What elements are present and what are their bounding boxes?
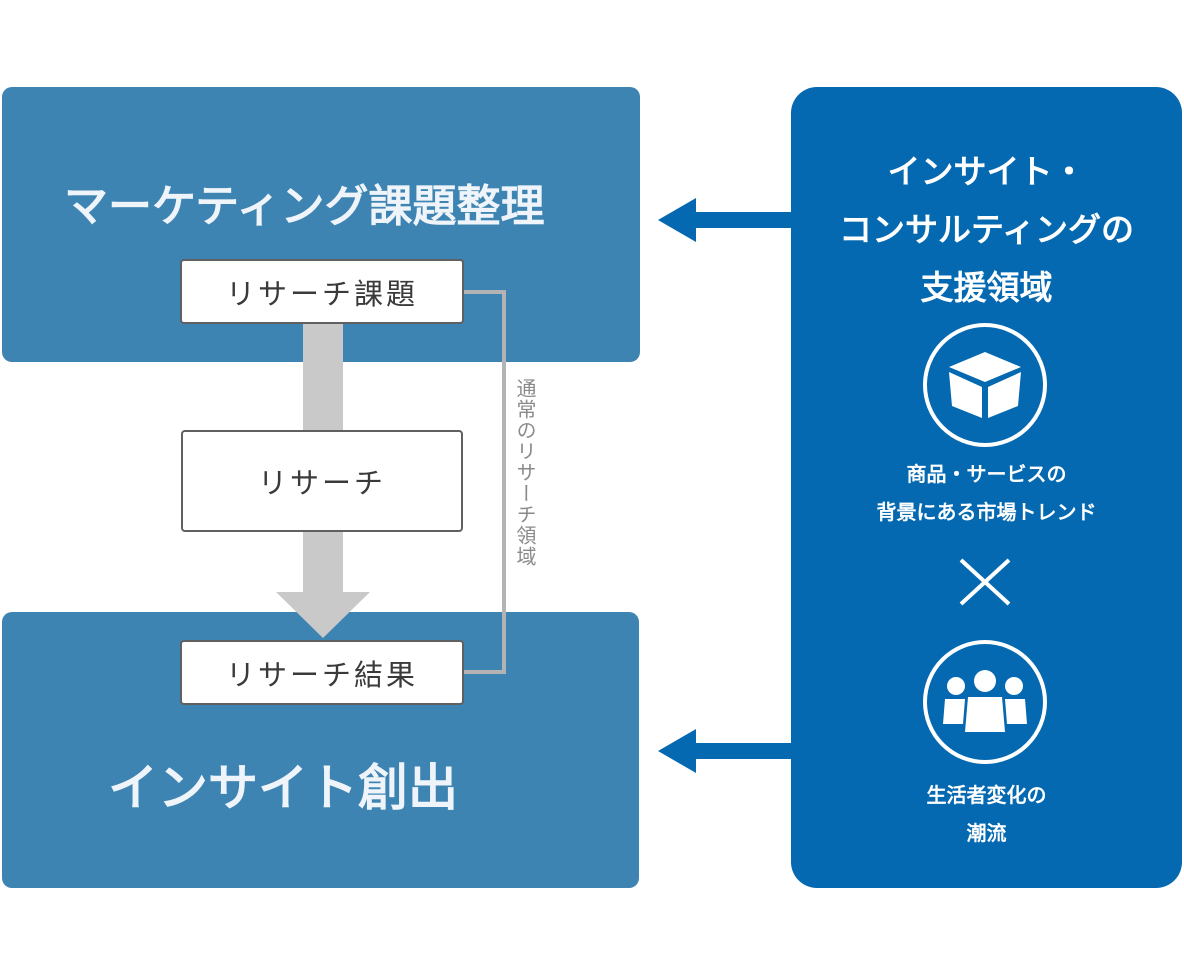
- caption-line: 潮流: [966, 821, 1007, 845]
- caption-line: 生活者変化の: [926, 783, 1047, 807]
- arrow-left-icon: [658, 198, 794, 242]
- consumer-change-icon-circle: [923, 640, 1047, 764]
- caption-line: 商品・サービスの: [906, 462, 1067, 486]
- research-result-label: リサーチ結果: [225, 657, 418, 692]
- caption-line: 背景にある市場トレンド: [876, 500, 1097, 524]
- multiply-icon: [959, 558, 1011, 606]
- flow-arrow-shaft-lower: [303, 530, 343, 594]
- marketing-issue-title: マーケティング課題整理: [64, 181, 545, 232]
- consulting-support-title: インサイト・ コンサルティングの 支援領域: [791, 143, 1182, 317]
- research-scope-bracket: [464, 290, 506, 674]
- people-icon: [943, 670, 1027, 732]
- research-result-box: リサーチ結果: [180, 640, 464, 705]
- box-icon: [949, 352, 1021, 418]
- flow-arrow-down-icon: [276, 592, 370, 638]
- research-scope-label: 通常のリサーチ領域: [513, 378, 537, 567]
- arrow-left-icon: [658, 729, 794, 773]
- title-line: 支援領域: [920, 268, 1053, 307]
- research-box: リサーチ: [181, 430, 463, 532]
- market-trend-icon-circle: [923, 323, 1047, 447]
- research-issue-label: リサーチ課題: [225, 276, 418, 311]
- flow-arrow-shaft-upper: [303, 323, 343, 431]
- research-issue-box: リサーチ課題: [180, 259, 464, 324]
- title-line: コンサルティングの: [838, 210, 1135, 249]
- insight-creation-title: インサイト創出: [108, 759, 458, 817]
- market-trend-caption: 商品・サービスの 背景にある市場トレンド: [791, 455, 1182, 531]
- title-line: インサイト・: [887, 152, 1086, 191]
- research-label: リサーチ: [257, 466, 386, 500]
- consumer-change-caption: 生活者変化の 潮流: [791, 776, 1182, 852]
